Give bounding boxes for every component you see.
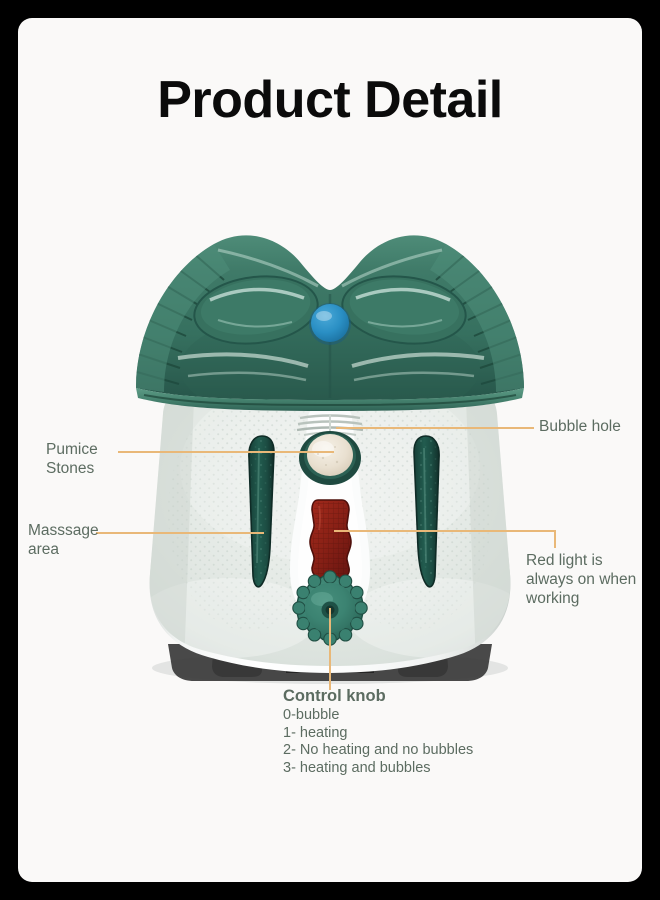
control-knob-option-2: 2- No heating and no bubbles bbox=[283, 742, 474, 758]
leader-red-light-drop bbox=[554, 530, 556, 548]
control-knob-option-3: 3- heating and bubbles bbox=[283, 759, 431, 776]
label-pumice-stones: Pumice Stones bbox=[46, 441, 98, 477]
leader-control-knob bbox=[329, 608, 331, 690]
product-image bbox=[136, 235, 524, 684]
blue-indicator-button bbox=[309, 303, 351, 345]
red-light-panel bbox=[309, 499, 352, 579]
control-knob-legend: Control knob 0-bubble 1- heating 2- No h… bbox=[283, 686, 473, 777]
lid-lip bbox=[136, 388, 524, 411]
label-red-light: Red light is always on when working bbox=[526, 552, 637, 607]
control-knob-option-0: 0-bubble bbox=[283, 707, 340, 723]
control-knob-title: Control knob bbox=[283, 687, 386, 705]
control-knob-option-1: 1- heating bbox=[283, 724, 348, 741]
label-massage-area: Masssage area bbox=[28, 522, 99, 558]
leader-massage bbox=[96, 532, 264, 534]
poster-canvas: Product Detail bbox=[18, 18, 642, 882]
leader-red-light bbox=[334, 530, 555, 532]
page-title: Product Detail bbox=[157, 71, 503, 129]
right-massage-roller bbox=[413, 435, 440, 588]
leader-bubble-hole bbox=[336, 427, 534, 429]
pumice-stone bbox=[299, 431, 361, 485]
leader-pumice bbox=[118, 451, 334, 453]
left-massage-roller bbox=[248, 435, 275, 588]
splash-guard-lid bbox=[136, 235, 524, 411]
label-bubble-hole: Bubble hole bbox=[539, 418, 621, 435]
